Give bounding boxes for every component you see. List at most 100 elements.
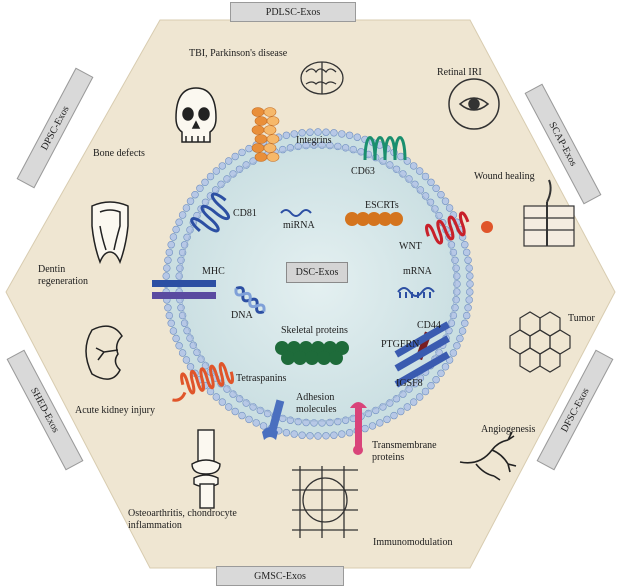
integrin-bead [254,134,268,144]
lipid-head [196,184,204,193]
label-tbi-parkinsons: TBI, Parkinson's disease [189,48,288,59]
lipid-head [191,191,199,199]
lipid-head [225,157,233,165]
label-acute-kidney-injury: Acute kidney injury [75,405,155,416]
integrin-bead [251,125,265,135]
escrt-icon [345,212,403,226]
lipid-head [162,272,170,280]
mrna-icon [397,287,435,298]
lipid-head [314,432,322,440]
tooth-icon [91,201,129,265]
label-dna: DNA [231,310,253,321]
lipid-head [259,422,268,430]
lipid-head [330,431,338,439]
lipid-head [178,211,187,219]
lipid-head [453,342,461,350]
lipid-head [231,152,239,161]
lipid-head [456,334,464,343]
label-adhesion-molecules: Adhesion molecules [296,392,337,415]
lipid-head [464,304,472,312]
lipid-head [165,311,174,320]
lipid-head [437,191,445,199]
lipid-head [449,349,458,357]
lipid-head [206,172,215,181]
integrin-bead [263,143,277,153]
lipid-head [282,131,291,140]
skeletal-protein-icon [275,341,349,365]
integrin-bead [266,152,280,162]
lipid-head [169,327,178,335]
transmembrane-protein-icon [350,402,367,455]
lipid-head [164,304,172,312]
lipid-head [225,403,233,411]
lipid-head [201,178,209,187]
eye-icon [448,78,500,130]
skull-icon [175,87,217,143]
lipid-head [397,407,405,416]
lipid-head [186,197,195,205]
label-escrts: ESCRTs [365,200,399,211]
lipid-head [361,424,369,433]
label-osteoarthritis: Osteoarthritis, chondrocyte inflammation [128,508,237,531]
lipid-head [466,272,474,280]
label-tetraspanins: Tetraspanins [236,373,287,384]
lipid-head [427,382,435,390]
lipid-head [432,184,440,193]
lipid-head [416,393,424,401]
lipid-head [465,264,473,272]
integrin-bead [263,125,277,135]
ptgfrn-icon [394,321,450,372]
lipid-head [390,411,398,420]
lipid-head [186,363,195,371]
lipid-head [306,432,314,440]
lipid-head [437,369,445,377]
lipid-head [218,398,227,406]
label-mhc: MHC [202,266,225,277]
lipid-head [167,241,175,249]
label-angiogenesis: Angiogenesis [481,424,536,435]
lipid-head [182,204,191,212]
lipid-head [368,422,377,430]
lipid-head [416,167,424,175]
lipid-head [238,411,246,420]
label-cd44: CD44 [417,320,441,331]
lipid-head [458,327,467,335]
dna-icon [234,286,266,314]
lipid-head [466,288,474,296]
lipid-head [410,162,418,170]
lipid-head [461,241,469,249]
lipid-head [172,334,180,343]
lipid-head [182,356,191,364]
lipid-head [330,129,338,137]
lipid-head [163,264,171,272]
lipid-head [432,376,440,384]
lipid-head [403,403,411,411]
label-mirna: miRNA [283,220,315,231]
lipid-head [164,256,172,264]
lipid-head [383,415,391,424]
lipid-head [206,387,215,396]
label-cd63: CD63 [351,166,375,177]
integrin-bead [263,107,277,117]
lipid-head [427,178,435,187]
tetraspanin-icon [172,362,234,402]
integrin-bead [251,143,265,153]
integrin-bead [266,134,280,144]
integrin-bead [251,107,265,117]
label-wound-healing: Wound healing [474,171,535,182]
lipid-head [461,319,469,327]
tumor-cells-icon [509,311,571,373]
cd63-icon [363,136,407,161]
label-retinal-iri: Retinal IRI [437,67,482,78]
lipid-head [421,172,430,181]
lipid-head [441,197,450,205]
mirna-icon [280,209,312,217]
label-immunomodulation: Immunomodulation [373,537,453,548]
center-label: DSC-Exos [286,262,348,283]
label-igsf8: IGSF8 [396,378,423,389]
wnt-icon [425,211,493,245]
blood-vessel-icon [459,431,517,481]
brain-icon [300,61,344,95]
